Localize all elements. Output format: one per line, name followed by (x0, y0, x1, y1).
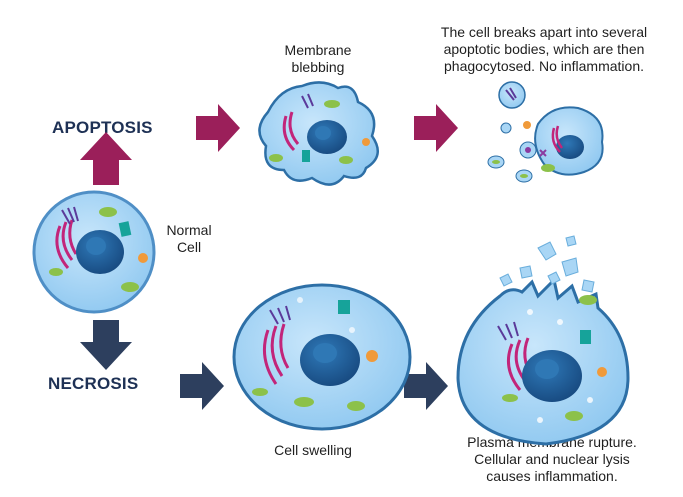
necrosis-title: NECROSIS (48, 374, 139, 393)
membrane-blebbing-line2: blebbing (291, 59, 345, 75)
arrow-right-icon (414, 104, 458, 152)
membrane-blebbing-label: Membrane blebbing (268, 42, 368, 76)
cell-swelling-label: Cell swelling (274, 442, 352, 458)
normal-cell-label-line1: Normal (166, 222, 212, 238)
apoptotic-bodies-line2: apoptotic bodies, which are then (443, 41, 645, 57)
apoptosis-title: APOPTOSIS (52, 118, 153, 137)
membrane-blebbing-line1: Membrane (284, 42, 352, 58)
rupture-line2: Cellular and nuclear lysis (474, 451, 630, 467)
arrow-down-icon (80, 320, 132, 370)
swollen-cell (232, 283, 412, 431)
arrow-right-icon (404, 362, 448, 410)
arrow-up-icon (80, 132, 132, 185)
apoptotic-bodies-line3: phagocytosed. No inflammation. (444, 58, 644, 74)
apoptotic-bodies-label: The cell breaks apart into several apopt… (411, 24, 677, 75)
blebbing-cell (258, 81, 379, 186)
arrow-right-icon (180, 362, 224, 410)
ruptured-cell (456, 235, 630, 446)
arrow-right-icon (196, 104, 240, 152)
apoptotic-bodies (487, 81, 604, 183)
apoptotic-bodies-line1: The cell breaks apart into several (440, 24, 648, 40)
normal-cell (32, 190, 156, 314)
normal-cell-label-line2: Cell (176, 239, 202, 255)
normal-cell-label: Normal Cell (165, 222, 213, 256)
rupture-line3: causes inflammation. (486, 468, 618, 484)
